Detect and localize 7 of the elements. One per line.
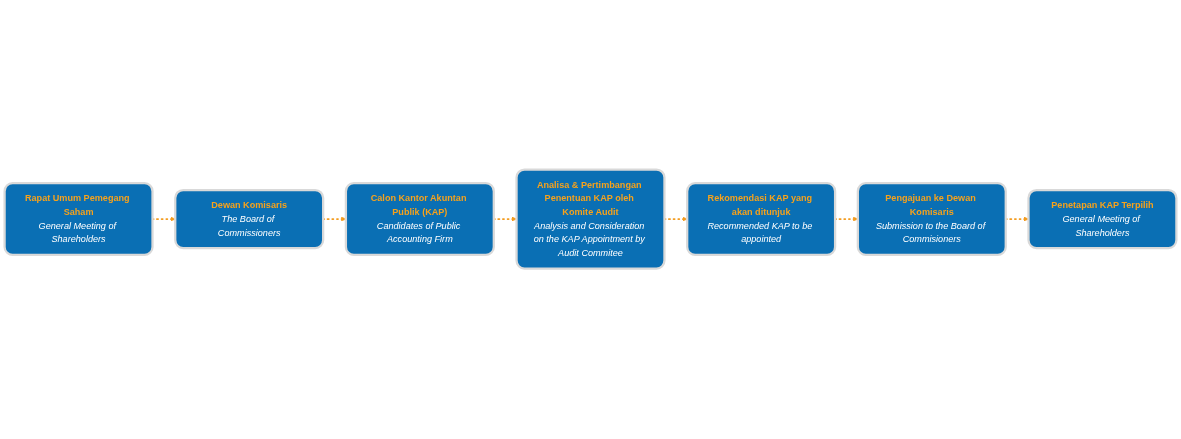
node-box: Rapat Umum Pemegang Saham General Meeting of Shareholders bbox=[3, 182, 154, 257]
node-box: Penetapan KAP Terpilih General Meeting of Shareholders bbox=[1027, 189, 1178, 250]
node-box: Calon Kantor Akuntan Publik (KAP) Candidates of Public Accounting Firm bbox=[344, 182, 495, 257]
node-box: Analisa & Pertimbangan Penentuan KAP oleh Komite Audit Analysis and Consideration on the KAP Appointment by Audit Commitee bbox=[515, 168, 666, 271]
node-box: Rekomendasi KAP yang akan ditunjuk Recommended KAP to be appointed bbox=[686, 182, 837, 257]
node-box: Dewan Komisaris The Board of Commissioners bbox=[174, 189, 325, 250]
node-box: Pengajuan ke Dewan Komisaris Submission to the Board of Commisioners bbox=[856, 182, 1007, 257]
